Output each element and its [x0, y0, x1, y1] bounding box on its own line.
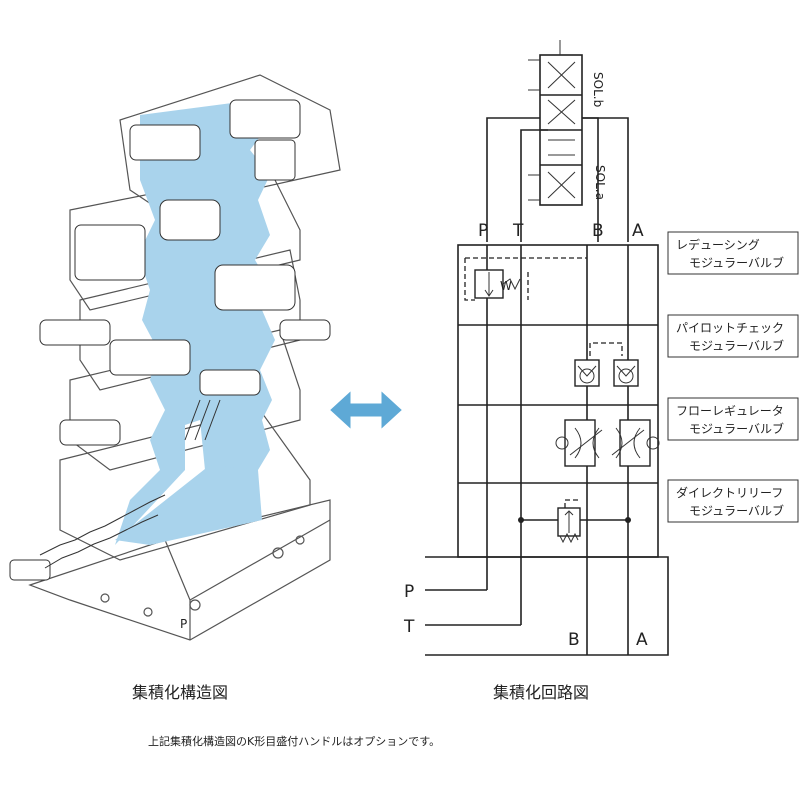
directional-valve — [528, 40, 583, 206]
top-port-t: T — [512, 221, 524, 241]
module-label-flow-regulator: フローレギュレータ モジュラーバルブ — [667, 397, 799, 441]
flow-passage — [115, 100, 275, 545]
w-mark: W — [500, 279, 512, 293]
module-label-relief: ダイレクトリリーフ モジュラーバルブ — [667, 479, 799, 523]
footnote: 上記集積化構造図のK形目盛付ハンドルはオプションです。 — [148, 734, 440, 748]
pilot-check-symbol — [574, 342, 639, 387]
svg-text:ダイレクトリリーフ: ダイレクトリリーフ — [676, 485, 783, 500]
svg-text:モジュラーバルブ: モジュラーバルブ — [689, 503, 784, 518]
svg-text:モジュラーバルブ: モジュラーバルブ — [689, 255, 784, 270]
module-label-reducing: レデューシング モジュラーバルブ — [667, 231, 799, 275]
module-label-pilot-check: パイロットチェック モジュラーバルブ — [667, 314, 799, 358]
sol-b-label: SOL.b — [591, 72, 605, 107]
top-port-a: A — [632, 221, 644, 241]
svg-text:モジュラーバルブ: モジュラーバルブ — [689, 338, 784, 353]
svg-text:パイロットチェック: パイロットチェック — [676, 321, 784, 335]
svg-text:モジュラーバルブ: モジュラーバルブ — [689, 421, 784, 436]
top-port-p: P — [478, 221, 488, 241]
reducing-valve-symbol — [464, 257, 587, 301]
bottom-port-b: B — [568, 630, 580, 650]
svg-text:フローレギュレータ: フローレギュレータ — [676, 404, 784, 418]
relief-valve-symbol — [518, 499, 631, 544]
left-port-t: T — [403, 617, 415, 637]
top-port-b: B — [592, 221, 604, 241]
sol-a-label: SOL.a — [593, 165, 607, 200]
structure-part-letter: P — [180, 617, 187, 631]
circuit-diagram: SOL.b SOL.a P T B A W — [403, 40, 799, 656]
bottom-port-a: A — [636, 630, 648, 650]
flow-regulator-symbol — [555, 419, 660, 467]
structure-caption: 集積化構造図 — [132, 683, 228, 702]
left-port-p: P — [404, 582, 414, 602]
circuit-caption: 集積化回路図 — [493, 683, 589, 702]
svg-text:レデューシング: レデューシング — [676, 237, 760, 252]
structure-drawing: P — [9, 74, 341, 641]
double-arrow-icon — [325, 384, 407, 436]
